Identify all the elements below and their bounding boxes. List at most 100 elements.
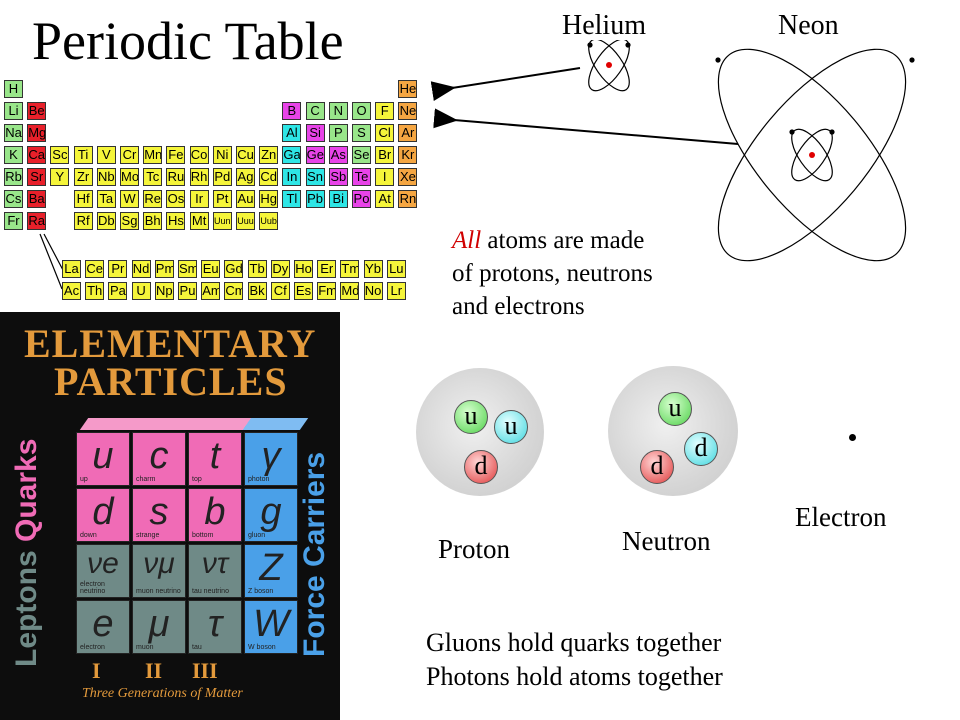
proton-quark-2: u [494, 410, 528, 444]
lanthanide-pm: Pm [154, 260, 174, 278]
element-pt: Pt [212, 190, 232, 208]
element-co: Co [189, 146, 209, 164]
forces-line2: Photons hold atoms together [426, 662, 723, 691]
element-b: B [282, 102, 302, 120]
element-ti: Ti [73, 146, 93, 164]
element-ar: Ar [398, 124, 418, 142]
force-carrier-W-boson-name: W boson [248, 644, 276, 651]
generation-3: III [192, 658, 218, 683]
poster-footer: Three Generations of Matter [82, 686, 243, 701]
element-tc: Tc [143, 168, 163, 186]
element-si: Si [305, 124, 325, 142]
element-tl: Tl [282, 190, 302, 208]
element-bi: Bi [328, 190, 348, 208]
statement-line3: and electrons [452, 293, 585, 320]
force-carrier-gluon-name: gluon [248, 532, 266, 539]
lepton-electron-symbol: e [92, 603, 114, 645]
neon-electron [789, 129, 795, 135]
poster-title-line2: PARTICLES [54, 359, 288, 404]
actinide-md: Md [340, 282, 360, 300]
lepton-electron-name: electron [80, 644, 105, 651]
quark-strange-name: strange [136, 532, 160, 539]
proton-quark-1: u [454, 400, 488, 434]
statement-emphasis: All [452, 227, 482, 254]
element-ni: Ni [212, 146, 232, 164]
actinide-th: Th [85, 282, 105, 300]
electron-label: Electron [795, 502, 887, 532]
element-cs: Cs [4, 190, 23, 208]
element-db: Db [96, 212, 116, 230]
element-bh: Bh [143, 212, 163, 230]
neon-inner-orbit-1 [791, 128, 833, 182]
element-k: K [4, 146, 23, 164]
element-hg: Hg [259, 190, 279, 208]
atoms-statement: All atoms are made of protons, neutrons … [452, 224, 653, 323]
element-rh: Rh [189, 168, 209, 186]
quark-bottom-symbol: b [204, 491, 226, 533]
element-n: N [328, 102, 348, 120]
element-sb: Sb [328, 168, 348, 186]
force-carrier-Z-boson-name: Z boson [248, 588, 274, 595]
actinide-cm: Cm [224, 282, 244, 300]
lanthanide-gd: Gd [224, 260, 244, 278]
lepton-electron-neutrino-name: electron neutrino [80, 581, 106, 595]
actinide-pa: Pa [108, 282, 128, 300]
element-ag: Ag [236, 168, 255, 186]
generation-1: I [92, 658, 101, 683]
element-cl: Cl [375, 124, 395, 142]
neutron-sphere: u d d [608, 366, 738, 496]
force-carrier-W-boson-symbol: W [253, 603, 289, 645]
force-carrier-gluon-symbol: g [260, 491, 282, 533]
element-ge: Ge [305, 146, 325, 164]
lepton-muon-symbol: μ [148, 603, 170, 645]
actinide-ac: Ac [62, 282, 81, 300]
lanthanide-er: Er [317, 260, 337, 278]
element-o: O [352, 102, 371, 120]
actinide-np: Np [154, 282, 174, 300]
element-f: F [375, 102, 395, 120]
element-ne: Ne [398, 102, 418, 120]
element-nb: Nb [96, 168, 116, 186]
actinide-pu: Pu [178, 282, 197, 300]
element-at: At [375, 190, 395, 208]
lanthanide-lu: Lu [386, 260, 406, 278]
element-ba: Ba [27, 190, 47, 208]
generation-2: II [145, 658, 163, 683]
element-po: Po [352, 190, 371, 208]
actinide-am: Am [201, 282, 221, 300]
lepton-muon-neutrino-symbol: νμ [143, 547, 175, 580]
actinide-fm: Fm [317, 282, 337, 300]
element-cd: Cd [259, 168, 279, 186]
proton-quark-3: d [464, 450, 498, 484]
neon-outer-orbit-2 [717, 48, 907, 262]
proton-sphere: u u d [416, 368, 544, 496]
neon-label: Neon [778, 10, 839, 41]
lepton-tau-name: tau [192, 644, 202, 651]
element-zn: Zn [259, 146, 279, 164]
lanthanide-yb: Yb [363, 260, 383, 278]
quark-strange-symbol: s [149, 491, 169, 533]
helium-orbit-1 [588, 40, 630, 92]
element-li: Li [4, 102, 23, 120]
quark-charm-symbol: c [149, 435, 169, 477]
element-uun: Uun [212, 212, 232, 230]
quark-down-name: down [80, 532, 97, 539]
element-hf: Hf [73, 190, 93, 208]
neutron-quark-3: d [640, 450, 674, 484]
element-xe: Xe [398, 168, 418, 186]
lanthanide-tb: Tb [247, 260, 267, 278]
lepton-tau-neutrino-symbol: ντ [201, 547, 229, 580]
periodic-table-connector [39, 233, 65, 290]
quark-up-symbol: u [92, 435, 114, 477]
element-ca: Ca [27, 146, 47, 164]
page-title: Periodic Table [32, 11, 344, 71]
force-carriers-label: Force Carriers [298, 451, 331, 657]
element-uuu: Uuu [236, 212, 255, 230]
